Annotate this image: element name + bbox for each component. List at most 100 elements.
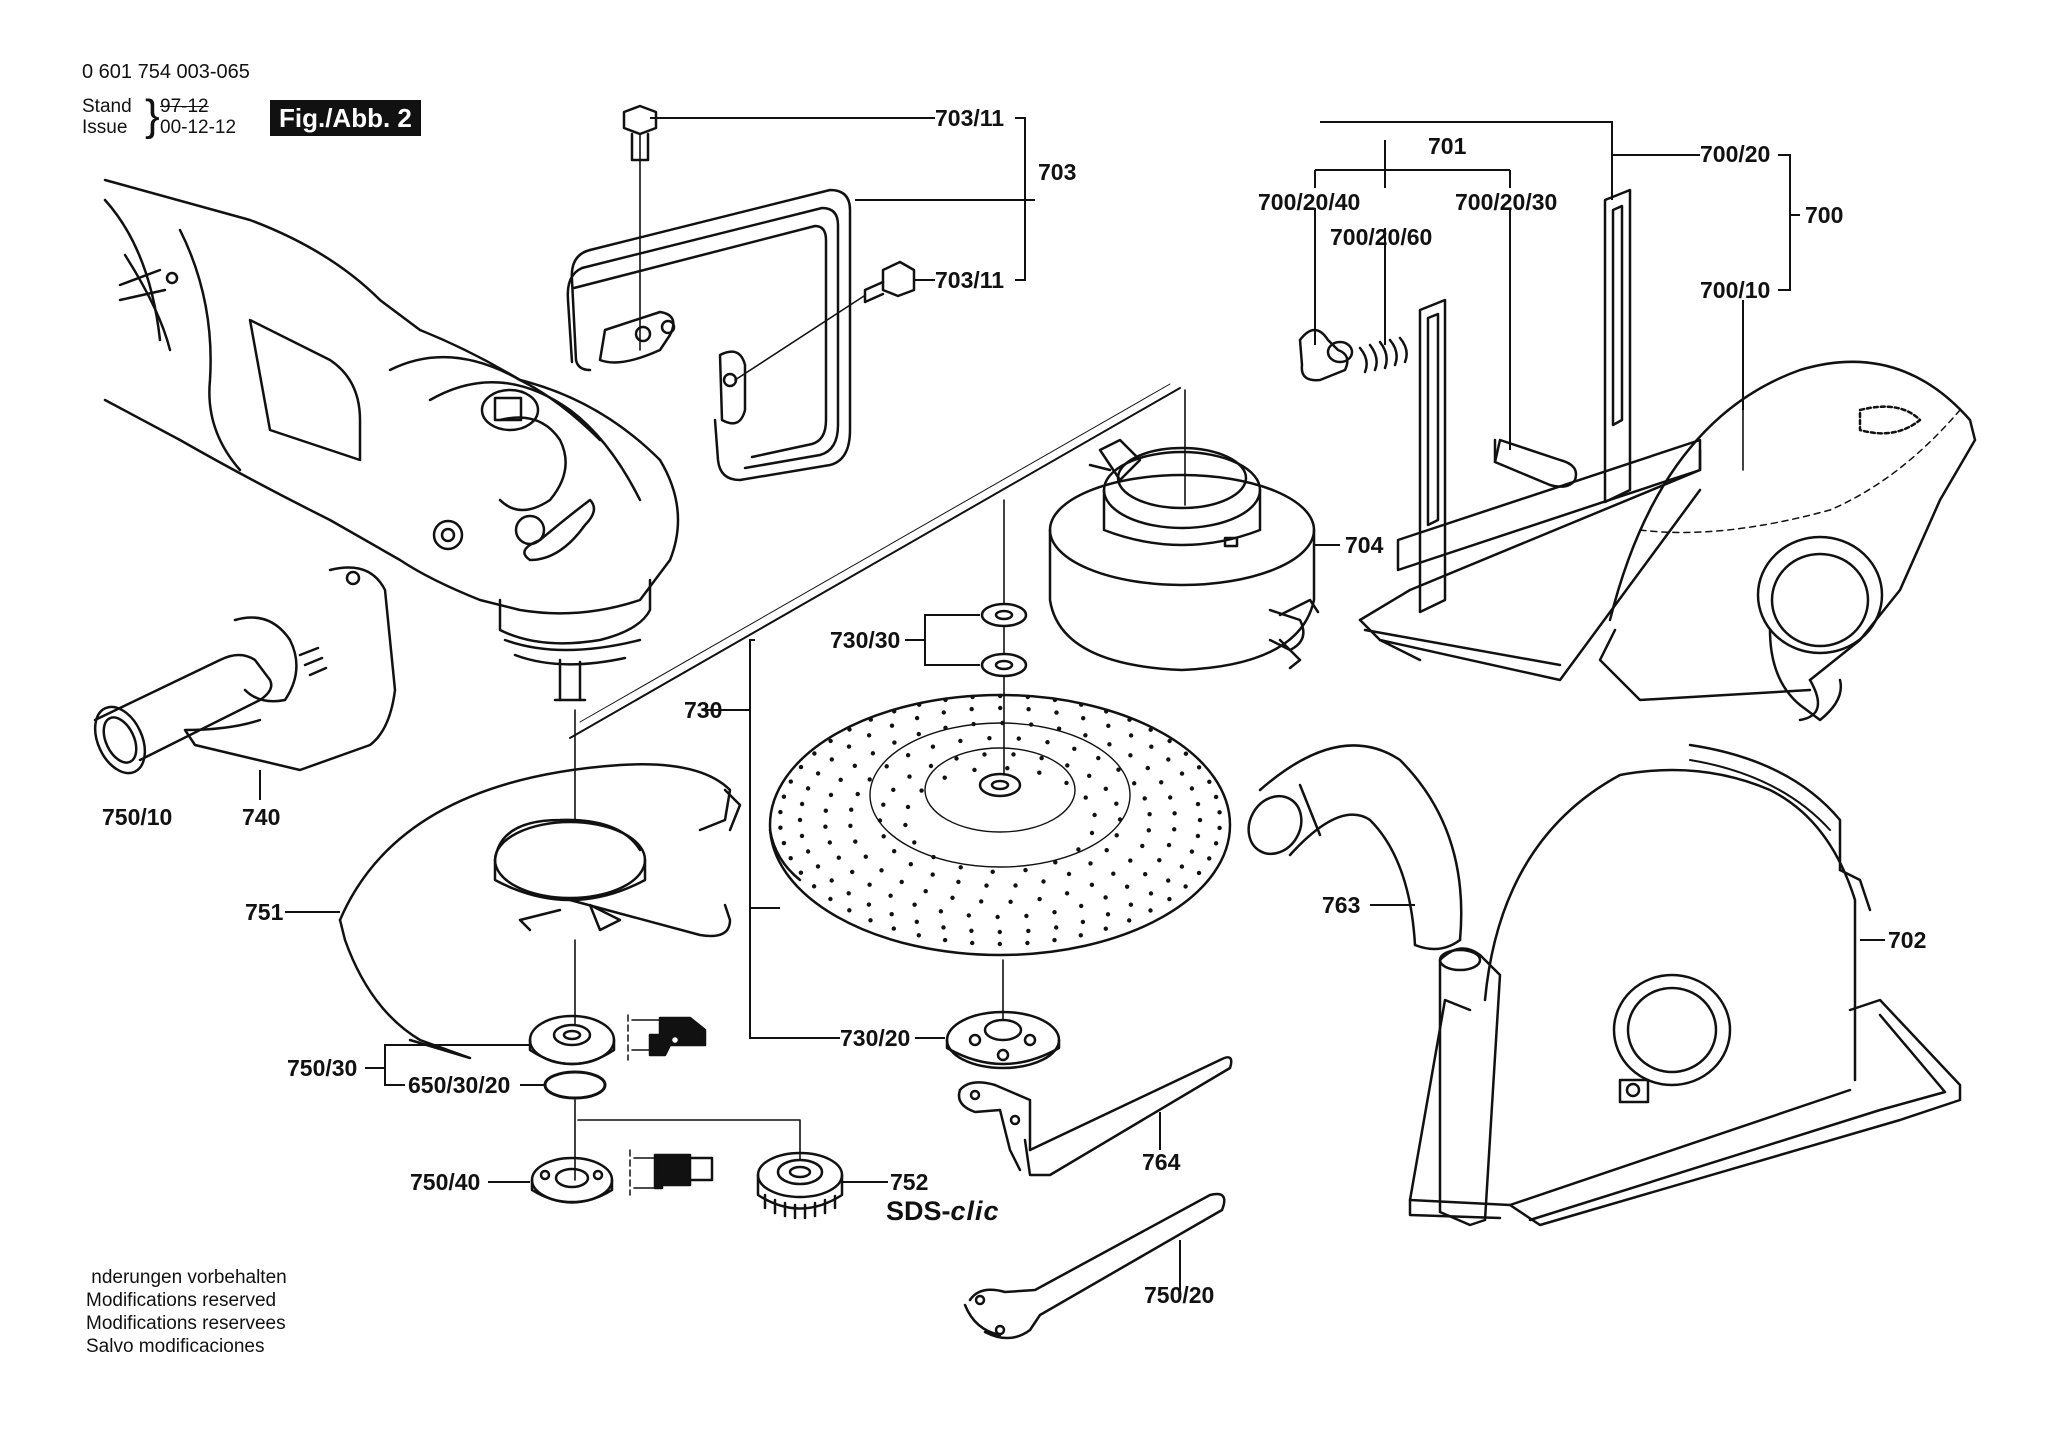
disc-segment-dot [1089, 882, 1095, 887]
callout-740[interactable]: 740 [242, 804, 281, 830]
disc-segment-dot [1157, 858, 1162, 863]
callout-700[interactable]: 700 [1805, 202, 1844, 228]
callout-700-20-40[interactable]: 700/20/40 [1258, 189, 1361, 215]
disc-segment-dot [1128, 733, 1134, 738]
disc-segment-dot [1072, 746, 1077, 751]
mounting-flange [528, 939, 616, 1066]
auxiliary-handle [93, 566, 397, 775]
disc-segment-dot [916, 933, 921, 938]
callout-730[interactable]: 730 [684, 697, 723, 723]
disc-segment-dot [1024, 913, 1029, 919]
callout-730-30[interactable]: 730/30 [830, 627, 901, 653]
callout-750-30[interactable]: 750/30 [287, 1055, 358, 1081]
disclaimer-line-en: Modifications reserved [86, 1290, 277, 1311]
disc-segment-dot [1127, 918, 1132, 923]
disc-segment-dot [1172, 827, 1177, 832]
disc-segment-dot [1148, 727, 1153, 732]
wing-nut [1298, 328, 1408, 382]
disc-segment-dot [1128, 753, 1133, 758]
callout-703-11-bottom[interactable]: 703/11 [935, 267, 1005, 293]
disc-segment-dot [868, 717, 873, 722]
orientation-icon-flange [627, 1014, 707, 1061]
callout-701[interactable]: 701 [1428, 133, 1467, 159]
carriage-screw [1493, 438, 1578, 488]
disc-segment-dot [863, 854, 868, 859]
disc-segment-dot [1026, 928, 1031, 934]
disc-segment-dot [1079, 903, 1084, 909]
callout-752[interactable]: 752 [890, 1169, 929, 1195]
callout-703[interactable]: 703 [1038, 159, 1077, 185]
disc-segment-dot [1128, 902, 1134, 907]
callout-764[interactable]: 764 [1142, 1149, 1181, 1175]
callout-702[interactable]: 702 [1888, 927, 1927, 953]
callout-751[interactable]: 751 [245, 899, 284, 925]
leader-lines [259, 117, 1885, 1290]
orientation-icon-nut [629, 1149, 714, 1196]
callout-750-20[interactable]: 750/20 [1144, 1282, 1215, 1308]
disc-segment-dot [1207, 856, 1212, 861]
callout-750-40[interactable]: 750/40 [410, 1169, 481, 1195]
disc-segment-dot [998, 705, 1003, 711]
disc-segment-dot [1196, 870, 1202, 876]
disc-segment-dot [1039, 755, 1044, 761]
disc-segment-dot [829, 757, 834, 762]
disc-segment-dot [799, 833, 805, 839]
disc-segment-dot [892, 709, 897, 714]
callout-700-20[interactable]: 700/20 [1700, 141, 1771, 167]
disc-segment-dot [956, 879, 961, 885]
disc-segment-dot [1167, 738, 1172, 744]
disc-segment-dot [815, 864, 821, 869]
disc-segment-dot [916, 731, 921, 737]
disc-segment-dot [908, 862, 913, 867]
disc-segment-dot [781, 840, 787, 846]
disc-segment-dot [907, 774, 912, 779]
disc-segment-dot [914, 715, 920, 721]
callout-700-20-60[interactable]: 700/20/60 [1330, 224, 1433, 250]
disc-segment-dot [982, 752, 987, 757]
issue-date: 00-12-12 [160, 117, 237, 138]
disc-segment-dot [1081, 716, 1086, 721]
disc-segment-dot [866, 902, 872, 907]
wheel-guard-751 [338, 709, 742, 1060]
callout-763[interactable]: 763 [1322, 892, 1361, 918]
disc-segment-dot [812, 751, 817, 756]
disc-segment-dot [868, 918, 873, 923]
disc-segment-dot [979, 899, 984, 904]
disc-segment-dot [997, 941, 1002, 947]
disc-segment-dot [990, 869, 995, 874]
disc-segment-dot [1023, 867, 1028, 873]
issue-label: Issue [82, 117, 128, 138]
disc-segment-dot [1148, 891, 1154, 896]
callout-703-11-top[interactable]: 703/11 [935, 105, 1005, 131]
disc-segment-dot [889, 912, 894, 917]
disc-segment-dot [1008, 899, 1013, 904]
disc-segment-dot [984, 883, 989, 888]
disc-segment-dot [1217, 810, 1222, 815]
disc-segment-dot [1089, 830, 1095, 836]
disc-segment-dot [1107, 742, 1112, 747]
disc-segment-dot [853, 839, 858, 844]
figure-label: Fig./Abb. 2 [270, 100, 421, 136]
washers [980, 499, 1028, 678]
callout-700-10[interactable]: 700/10 [1700, 277, 1771, 303]
disc-segment-dot [905, 804, 911, 810]
cutting-guard-702 [1408, 743, 1962, 1227]
disc-segment-dot [850, 869, 855, 875]
disc-segment-dot [838, 777, 843, 782]
part-number: 0 601 754 003-065 [82, 61, 250, 83]
callout-650-30-20[interactable]: 650/30/20 [408, 1072, 511, 1098]
bow-handle [566, 188, 852, 482]
extraction-hood [1048, 389, 1320, 672]
disc-segment-dot [798, 764, 804, 770]
callout-750-10[interactable]: 750/10 [102, 804, 173, 830]
disc-segment-dot [1103, 786, 1109, 791]
disc-segment-dot [969, 706, 974, 712]
disc-segment-dot [892, 740, 897, 745]
disc-segment-dot [1117, 817, 1123, 822]
callout-700-20-30[interactable]: 700/20/30 [1455, 189, 1558, 215]
disc-segment-dot [930, 872, 935, 877]
callout-730-20[interactable]: 730/20 [840, 1025, 911, 1051]
callout-704[interactable]: 704 [1345, 532, 1384, 558]
disc-segment-dot [847, 908, 852, 913]
disc-segment-dot [1078, 933, 1084, 938]
